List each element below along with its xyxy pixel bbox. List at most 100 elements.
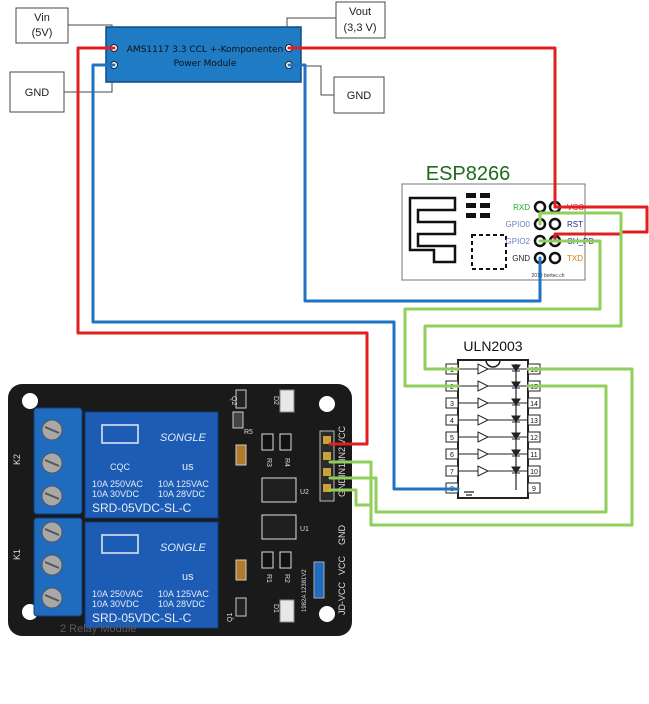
wire-vout-to-esp-vcc xyxy=(287,46,557,209)
uln-pin-label: 3 xyxy=(450,401,454,408)
silk-d1: D1 xyxy=(272,604,279,613)
relay-rating: 10A 28VDC xyxy=(158,489,206,499)
header-pin-gnd[interactable] xyxy=(323,484,331,492)
gnd-right-label: GND xyxy=(347,90,372,102)
vin-callout: Vin (5V) xyxy=(15,7,113,48)
ground-symbol xyxy=(464,491,474,496)
silk-r5: R5 xyxy=(244,429,253,436)
mount-hole xyxy=(319,606,335,622)
relay-input-header xyxy=(319,430,335,502)
silk-q1: Q1 xyxy=(227,613,234,622)
gnd-left-callout: GND xyxy=(9,70,113,113)
ul-mark: us xyxy=(182,461,194,473)
silk-k1: K1 xyxy=(12,549,22,560)
uln-pin-label: 6 xyxy=(450,452,454,459)
power-module: AMS1117 3.3 CCL +-Komponenten Power Modu… xyxy=(105,26,302,83)
ul-mark: us xyxy=(182,571,194,583)
silk-u1: U1 xyxy=(300,526,309,533)
relay-k2: SONGLE CQC us 10A 250VAC 10A 30VDC 10A 1… xyxy=(84,411,219,519)
vin-voltage-label: (5V) xyxy=(32,27,53,39)
relay-board: K2 K1 SONGLE CQC us 10A 250VAC 10A 30VDC… xyxy=(8,384,352,636)
mount-hole xyxy=(22,393,38,409)
wire-gnd-out-to-esp-gnd xyxy=(287,63,542,303)
esp-label-gpio2: GPIO2 xyxy=(506,237,531,246)
uln-title: ULN2003 xyxy=(463,338,522,354)
uln-pin-label: 4 xyxy=(450,418,454,425)
mount-hole xyxy=(319,396,335,412)
gnd-right-leader xyxy=(300,65,334,96)
uln-pin-label: 7 xyxy=(450,469,454,476)
silk-q2: Q2 xyxy=(230,396,237,405)
uln-pin-label: 14 xyxy=(530,401,538,408)
esp-title: ESP8266 xyxy=(426,163,511,185)
uln-pin-label: 12 xyxy=(530,435,538,442)
relay-rating: 10A 250VAC xyxy=(92,479,143,489)
relay-brand: SONGLE xyxy=(160,432,207,444)
esp-label-gnd: GND xyxy=(512,254,530,263)
relay-k1: SONGLE us 10A 250VAC 10A 30VDC 10A 125VA… xyxy=(84,521,219,629)
relay-brand: SONGLE xyxy=(160,542,207,554)
wire-vin-to-relay-vcc xyxy=(76,46,369,446)
esp-chip xyxy=(471,234,507,270)
power-module-subtitle: Power Module xyxy=(174,59,237,69)
relay-rating: 10A 30VDC xyxy=(92,489,140,499)
uln-pin-label: 11 xyxy=(530,452,537,459)
wires xyxy=(76,46,649,527)
uln-pin-label: 13 xyxy=(530,418,538,425)
wire-uln16-to-relay-in2 xyxy=(328,367,634,527)
cqc-mark: CQC xyxy=(110,462,131,472)
header-pin-in1[interactable] xyxy=(323,468,331,476)
silk-u2: U2 xyxy=(300,489,309,496)
silk-r2: R2 xyxy=(283,574,290,583)
relay-rating: 10A 125VAC xyxy=(158,479,209,489)
esp-pin-rst[interactable] xyxy=(548,217,562,231)
relay-rating: 10A 28VDC xyxy=(158,599,206,609)
vin-label: Vin xyxy=(34,12,50,24)
uln-pin-label: 10 xyxy=(530,469,538,476)
header-pin-in2[interactable] xyxy=(323,452,331,460)
board-label: 2 Relay Module xyxy=(60,623,136,635)
gnd-left-label: GND xyxy=(25,87,50,99)
header-label-in1: IN1 xyxy=(337,463,347,477)
esp-label-gpio0: GPIO0 xyxy=(506,220,531,229)
power-module-name: AMS1117 3.3 CCL +-Komponenten xyxy=(127,45,283,55)
antenna-trace xyxy=(408,196,457,264)
relay-rating: 10A 250VAC xyxy=(92,589,143,599)
wire-uln15-to-relay-in1 xyxy=(328,384,608,514)
smd-components xyxy=(232,389,325,623)
wire-relay-gnd xyxy=(328,488,371,507)
silk-d2: D2 xyxy=(272,396,279,405)
relay-model: SRD-05VDC-SL-C xyxy=(92,611,192,625)
esp8266-module: ESP8266 2019 bortec.ch RXD GPIO0 GPIO2 G… xyxy=(401,163,594,281)
gnd-right-callout: GND xyxy=(300,65,385,114)
esp-pin-rxd[interactable] xyxy=(533,200,547,214)
header-label-gnd: GND xyxy=(337,477,347,498)
vout-voltage-label: (3,3 V) xyxy=(343,22,376,34)
uln-pin-box[interactable] xyxy=(527,482,541,494)
relay-rating: 10A 125VAC xyxy=(158,589,209,599)
esp-footer: 2019 bortec.ch xyxy=(531,273,564,279)
wire-gnd-to-uln-pin8 xyxy=(91,63,460,491)
relay-rating: 10A 30VDC xyxy=(92,599,140,609)
esp-label-rst: RST xyxy=(567,220,583,229)
esp-label-rxd: RXD xyxy=(513,203,530,212)
header-label-in2: IN2 xyxy=(337,447,347,461)
esp-pin-txd[interactable] xyxy=(548,251,562,265)
wire-gpio0-to-uln-pin1 xyxy=(423,211,623,371)
relay-model: SRD-05VDC-SL-C xyxy=(92,501,192,515)
jumper-code: 1982A 12381V2 xyxy=(302,569,308,612)
right-label-vcc: VCC xyxy=(337,555,347,575)
gnd-left-leader xyxy=(64,70,113,93)
right-label-jd-vcc: JD-VCC xyxy=(337,582,347,615)
terminal-block-k2 xyxy=(33,407,83,515)
silk-k2: K2 xyxy=(12,454,22,465)
vout-label: Vout xyxy=(349,6,371,18)
silk-r4: R4 xyxy=(283,458,290,467)
header-pin-vcc[interactable] xyxy=(323,436,331,444)
silk-r3: R3 xyxy=(265,458,272,467)
terminal-block-k1 xyxy=(33,517,83,617)
right-label-gnd: GND xyxy=(337,525,347,546)
